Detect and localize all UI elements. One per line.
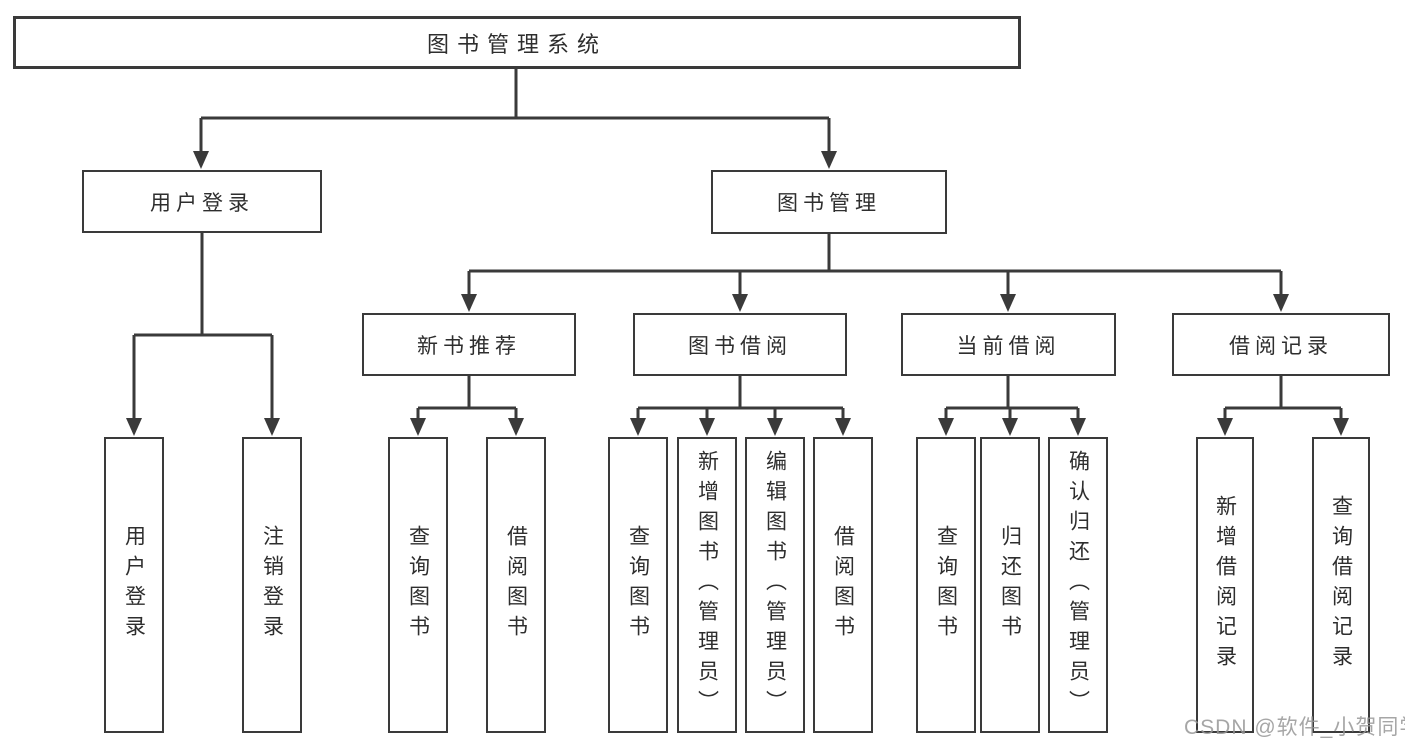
edge-borrow-records-children [1223, 376, 1343, 419]
node-label: 当前借阅 [956, 334, 1061, 358]
leaf-label: 新增图书（管理员） [695, 450, 719, 720]
leaf-confirm-return-admin: 确认归还（管理员） [1048, 437, 1108, 733]
leaf-label: 借阅图书 [504, 525, 528, 645]
edge-user-login-children [132, 233, 274, 419]
leaf-return-book: 归还图书 [980, 437, 1040, 733]
node-user-login: 用户登录 [82, 170, 322, 233]
leaf-borrow-books-recommend: 借阅图书 [486, 437, 546, 733]
edge-book-borrow-children [636, 376, 845, 419]
arrowheads-book-borrow-children [630, 418, 851, 436]
node-new-book-recommend: 新书推荐 [362, 313, 576, 376]
arrowheads-current-borrow-children [938, 418, 1086, 436]
edge-current-borrow-children [944, 376, 1080, 419]
node-label: 图书借阅 [688, 334, 792, 358]
leaf-label: 确认归还（管理员） [1066, 450, 1090, 720]
leaf-label: 归还图书 [998, 525, 1022, 645]
node-label: 图书管理系统 [426, 31, 607, 57]
leaf-query-books-borrow: 查询图书 [608, 437, 668, 733]
leaf-label: 编辑图书（管理员） [763, 450, 787, 720]
node-library-management-system: 图书管理系统 [13, 16, 1021, 69]
edge-book-mgmt-to-level3 [467, 234, 1283, 295]
arrowheads-user-login-children [126, 418, 280, 436]
node-borrow-records: 借阅记录 [1172, 313, 1390, 376]
leaf-label: 新增借阅记录 [1213, 495, 1237, 675]
leaf-label: 查询借阅记录 [1329, 495, 1353, 675]
leaf-query-books-current: 查询图书 [916, 437, 976, 733]
node-label: 新书推荐 [417, 334, 521, 358]
leaf-label: 借阅图书 [831, 525, 855, 645]
node-label: 用户登录 [150, 191, 254, 215]
leaf-label: 查询图书 [406, 525, 430, 645]
leaf-add-borrow-record: 新增借阅记录 [1196, 437, 1254, 733]
node-label: 借阅记录 [1229, 334, 1333, 358]
leaf-logout: 注销登录 [242, 437, 302, 733]
leaf-label: 注销登录 [260, 525, 284, 645]
arrowheads-level3 [461, 294, 1289, 312]
leaf-edit-book-admin: 编辑图书（管理员） [745, 437, 805, 733]
edge-root-to-level2 [199, 69, 831, 151]
leaf-query-books-recommend: 查询图书 [388, 437, 448, 733]
leaf-add-book-admin: 新增图书（管理员） [677, 437, 737, 733]
leaf-user-login: 用户登录 [104, 437, 164, 733]
leaf-label: 查询图书 [934, 525, 958, 645]
node-book-management: 图书管理 [711, 170, 947, 234]
csdn-watermark: CSDN @软件_小贺同学 [1184, 716, 1405, 739]
leaf-borrow-books: 借阅图书 [813, 437, 873, 733]
edge-new-book-children [416, 376, 518, 419]
node-book-borrow: 图书借阅 [633, 313, 847, 376]
arrowheads-level2 [193, 151, 837, 169]
arrowheads-borrow-records-children [1217, 418, 1349, 436]
leaf-label: 用户登录 [122, 525, 146, 645]
leaf-query-borrow-record: 查询借阅记录 [1312, 437, 1370, 733]
node-label: 图书管理 [777, 192, 881, 215]
node-current-borrow: 当前借阅 [901, 313, 1116, 376]
leaf-label: 查询图书 [626, 525, 650, 645]
arrowheads-new-book-children [410, 418, 524, 436]
